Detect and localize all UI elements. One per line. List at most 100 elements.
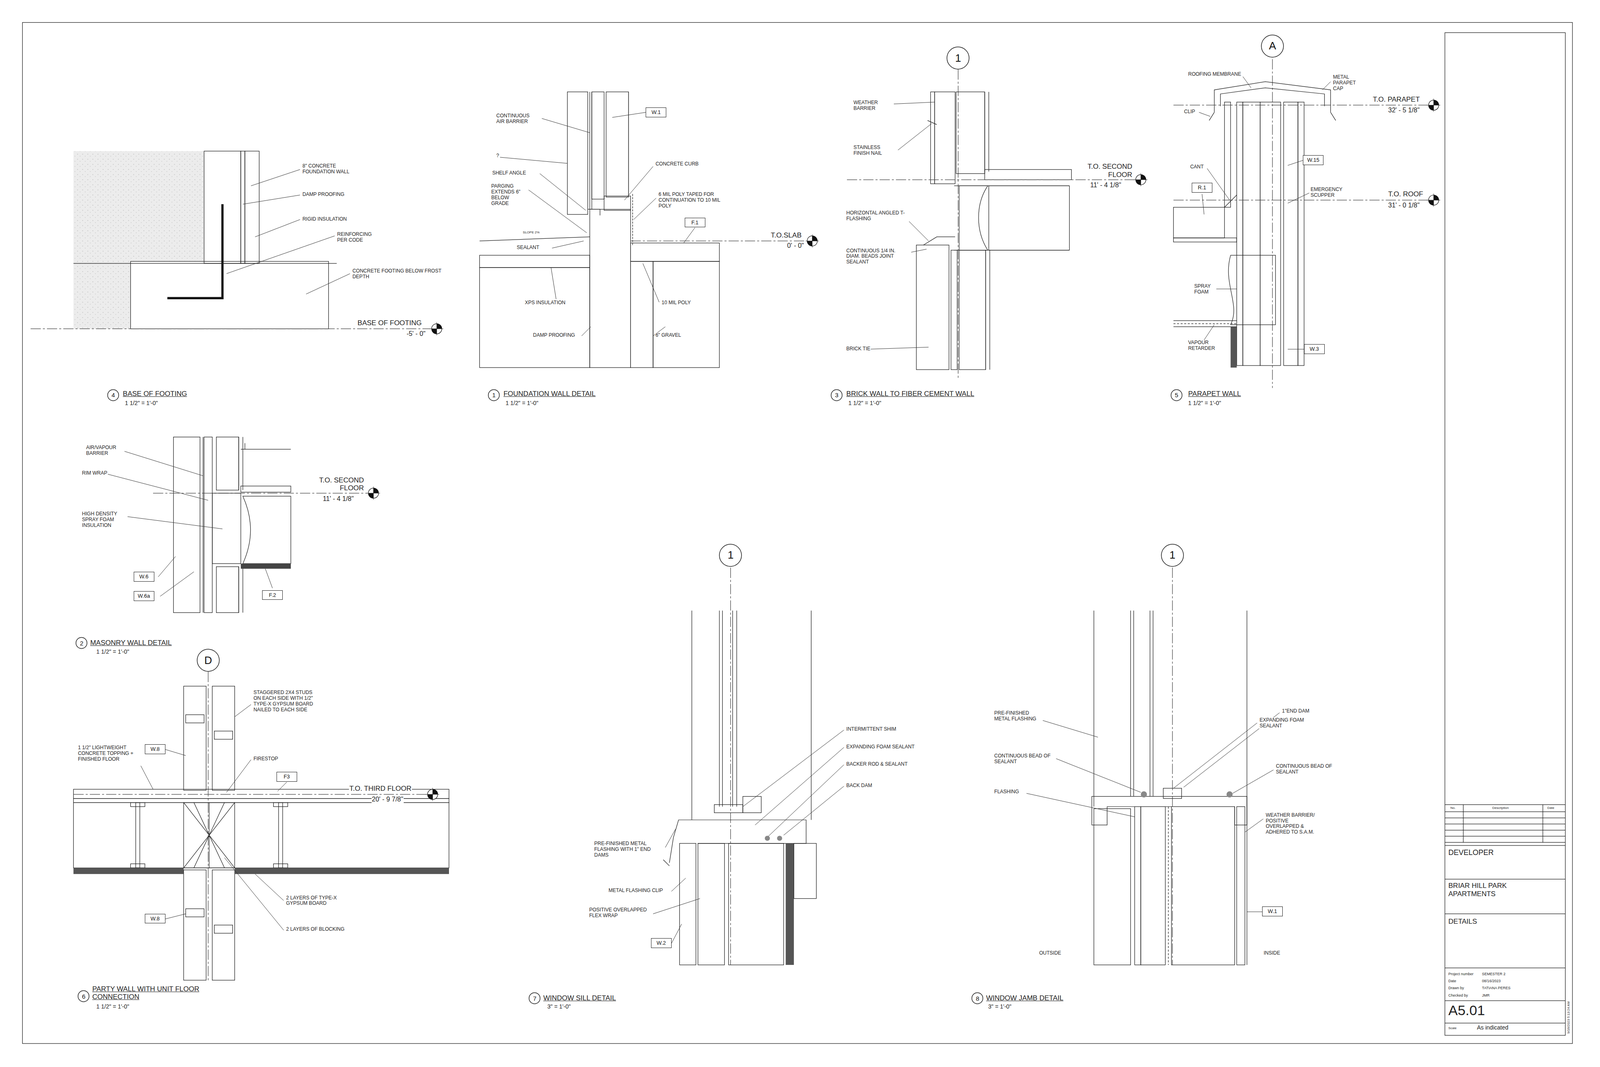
title-block-text: DETAILS	[1448, 917, 1478, 926]
annotation-label: 8" CONCRETE FOUNDATION WALL	[302, 163, 364, 175]
tag-text: W.2	[656, 939, 666, 946]
title-block-text: TATIANA PERES	[1481, 985, 1511, 990]
title-block-text: 08/16/2023	[1481, 978, 1501, 983]
annotation-label: 2 LAYERS OF TYPE-X GYPSUM BOARD	[285, 895, 347, 907]
detail-title: PARAPET WALL	[1187, 389, 1242, 398]
annotation-label: CLIP	[1183, 109, 1196, 115]
scale-note: 1 1/2" = 1'-0"	[124, 399, 159, 407]
tag-text: W.6	[139, 573, 149, 580]
detail-title: PARTY WALL WITH UNIT FLOOR CONNECTION	[91, 984, 217, 1001]
tag-box: F.1	[684, 217, 706, 228]
annotation-label: ROOFING MEMBRANE	[1187, 71, 1242, 78]
detail-number: 6	[77, 990, 90, 1002]
detail-number: 4	[107, 389, 119, 401]
tag-text: F.2	[268, 591, 276, 598]
annotation-label: 6 MIL POLY TAPED FOR CONTINUATION TO 10 …	[658, 191, 722, 209]
grid-bubble: D	[196, 648, 220, 672]
annotation-label: 6" GRAVEL	[655, 332, 682, 339]
tag-box: W.6a	[133, 590, 155, 601]
circle-outline	[1171, 389, 1183, 401]
tag-box: F.2	[262, 590, 283, 600]
annotation-label: AIR/VAPOUR BARRIER	[85, 444, 123, 457]
title-block-text: Project number	[1448, 971, 1475, 976]
annotation-label: WEATHER BARRIER	[853, 100, 894, 112]
annotation-label: SLOPE 2%	[522, 230, 540, 235]
tag-box: W.1	[645, 107, 667, 118]
scale-note: 1 1/2" = 1'-0"	[1187, 399, 1222, 407]
tag-box: W.8	[144, 913, 166, 924]
detail-number: 5	[1170, 389, 1183, 401]
tag-text: W.15	[1306, 156, 1320, 163]
title-block-text: JMR	[1481, 993, 1491, 998]
bubble-text: 7	[532, 994, 537, 1002]
annotation-label: CONTINUOUS 1/4 IN. DIAM. BEADS JOINT SEA…	[846, 248, 904, 266]
tag-text: W.1	[1267, 907, 1277, 914]
annotation-label: PRE-FINISHED METAL FLASHING	[993, 710, 1043, 722]
annotation-label: FIRESTOP	[253, 755, 279, 762]
annotation-label: INTERMITTENT SHIM	[846, 726, 897, 733]
annotation-label: CANT	[1189, 164, 1205, 170]
scale-note: 3" = 1'-0"	[546, 1002, 572, 1010]
scale-note: 1 1/2" = 1'-0"	[95, 648, 130, 655]
scale-note: 3" = 1'-0"	[987, 1002, 1012, 1010]
circle-outline	[107, 389, 119, 401]
tag-box: W.6	[133, 571, 155, 582]
detail-title: FOUNDATION WALL DETAIL	[502, 389, 596, 398]
detail-number: 3	[830, 389, 843, 401]
bubble-text: 5	[1174, 391, 1179, 399]
level-name: T.O. SECOND FLOOR	[309, 476, 365, 493]
bubble-text: A	[1268, 39, 1276, 53]
print-timestamp: 9/16/2023 5:13:24 AM	[1566, 1000, 1571, 1034]
level-name: T.O. SECOND FLOOR	[1077, 162, 1133, 179]
annotation-label: VAPOUR RETARDER	[1187, 339, 1217, 352]
circle-outline	[76, 637, 88, 649]
annotation-label: DAMP PROOFING	[532, 332, 576, 339]
annotation-label: SPRAY FOAM	[1193, 283, 1215, 296]
tag-box: F3	[276, 771, 298, 782]
bubble-text: 4	[111, 391, 115, 399]
circle-outline	[972, 992, 984, 1004]
annotation-label: BRICK TIE	[846, 346, 871, 352]
detail-number: 2	[75, 637, 88, 649]
title-block-text: DEVELOPER	[1448, 848, 1495, 857]
tag-text: W.1	[651, 109, 661, 116]
elevation-value: 11' - 4 1/8"	[322, 495, 355, 503]
annotation-label: HORIZONTAL ANGLED T-FLASHING	[846, 210, 910, 222]
annotation-label: BACKER ROD & SEALANT	[846, 761, 909, 768]
bubble-text: 8	[975, 994, 980, 1002]
detail-title: MASONRY WALL DETAIL	[89, 638, 173, 647]
annotation-label: EXPANDING FOAM SEALANT	[1259, 717, 1309, 729]
annotation-label: PARGING EXTENDS 6" BELOW GRADE	[490, 183, 528, 207]
detail-title: BRICK WALL TO FIBER CEMENT WALL	[846, 389, 975, 398]
annotation-label: PRE-FINISHED METAL FLASHING WITH 1" END …	[593, 840, 664, 858]
grid-bubble: A	[1260, 34, 1284, 58]
elevation-value: 0' - 0"	[786, 241, 805, 250]
annotation-label: 10 MIL POLY	[661, 300, 692, 306]
detail-title: WINDOW JAMB DETAIL	[985, 993, 1064, 1003]
circle-outline	[1161, 544, 1184, 567]
tag-box: W.3	[1304, 344, 1325, 354]
scale-note: 1 1/2" = 1'-0"	[848, 399, 882, 407]
title-block-text: BRIAR HILL PARK APARTMENTS	[1448, 881, 1520, 898]
level-name: T.O. THIRD FLOOR	[348, 784, 412, 793]
annotation-label: ?	[495, 153, 500, 159]
tag-text: F3	[283, 773, 290, 780]
annotation-label: RIM WRAP	[81, 470, 108, 477]
circle-outline	[78, 990, 90, 1002]
tag-text: W.3	[1309, 345, 1319, 352]
circle-outline	[946, 46, 970, 70]
title-block-text: SEMESTER 2	[1481, 971, 1506, 976]
elevation-value: -5' - 0"	[406, 330, 426, 338]
annotation-label: CONCRETE FOOTING BELOW FROST DEPTH	[351, 268, 449, 280]
annotation-label: 1"END DAM	[1281, 708, 1310, 714]
annotation-label: INSIDE	[1263, 950, 1281, 956]
bubble-text: 6	[81, 992, 86, 1000]
annotation-label: REINFORCING PER CODE	[336, 231, 378, 244]
tag-box: W.15	[1302, 155, 1324, 166]
annotation-label: STAGGERED 2X4 STUDS ON EACH SIDE WITH 1/…	[253, 689, 319, 713]
level-name: T.O. ROOF	[1387, 190, 1424, 199]
title-block-text: Date	[1448, 978, 1457, 983]
detail-number: 7	[528, 992, 541, 1004]
detail-number: 8	[971, 992, 984, 1004]
title-block-text: As indicated	[1476, 1023, 1509, 1031]
